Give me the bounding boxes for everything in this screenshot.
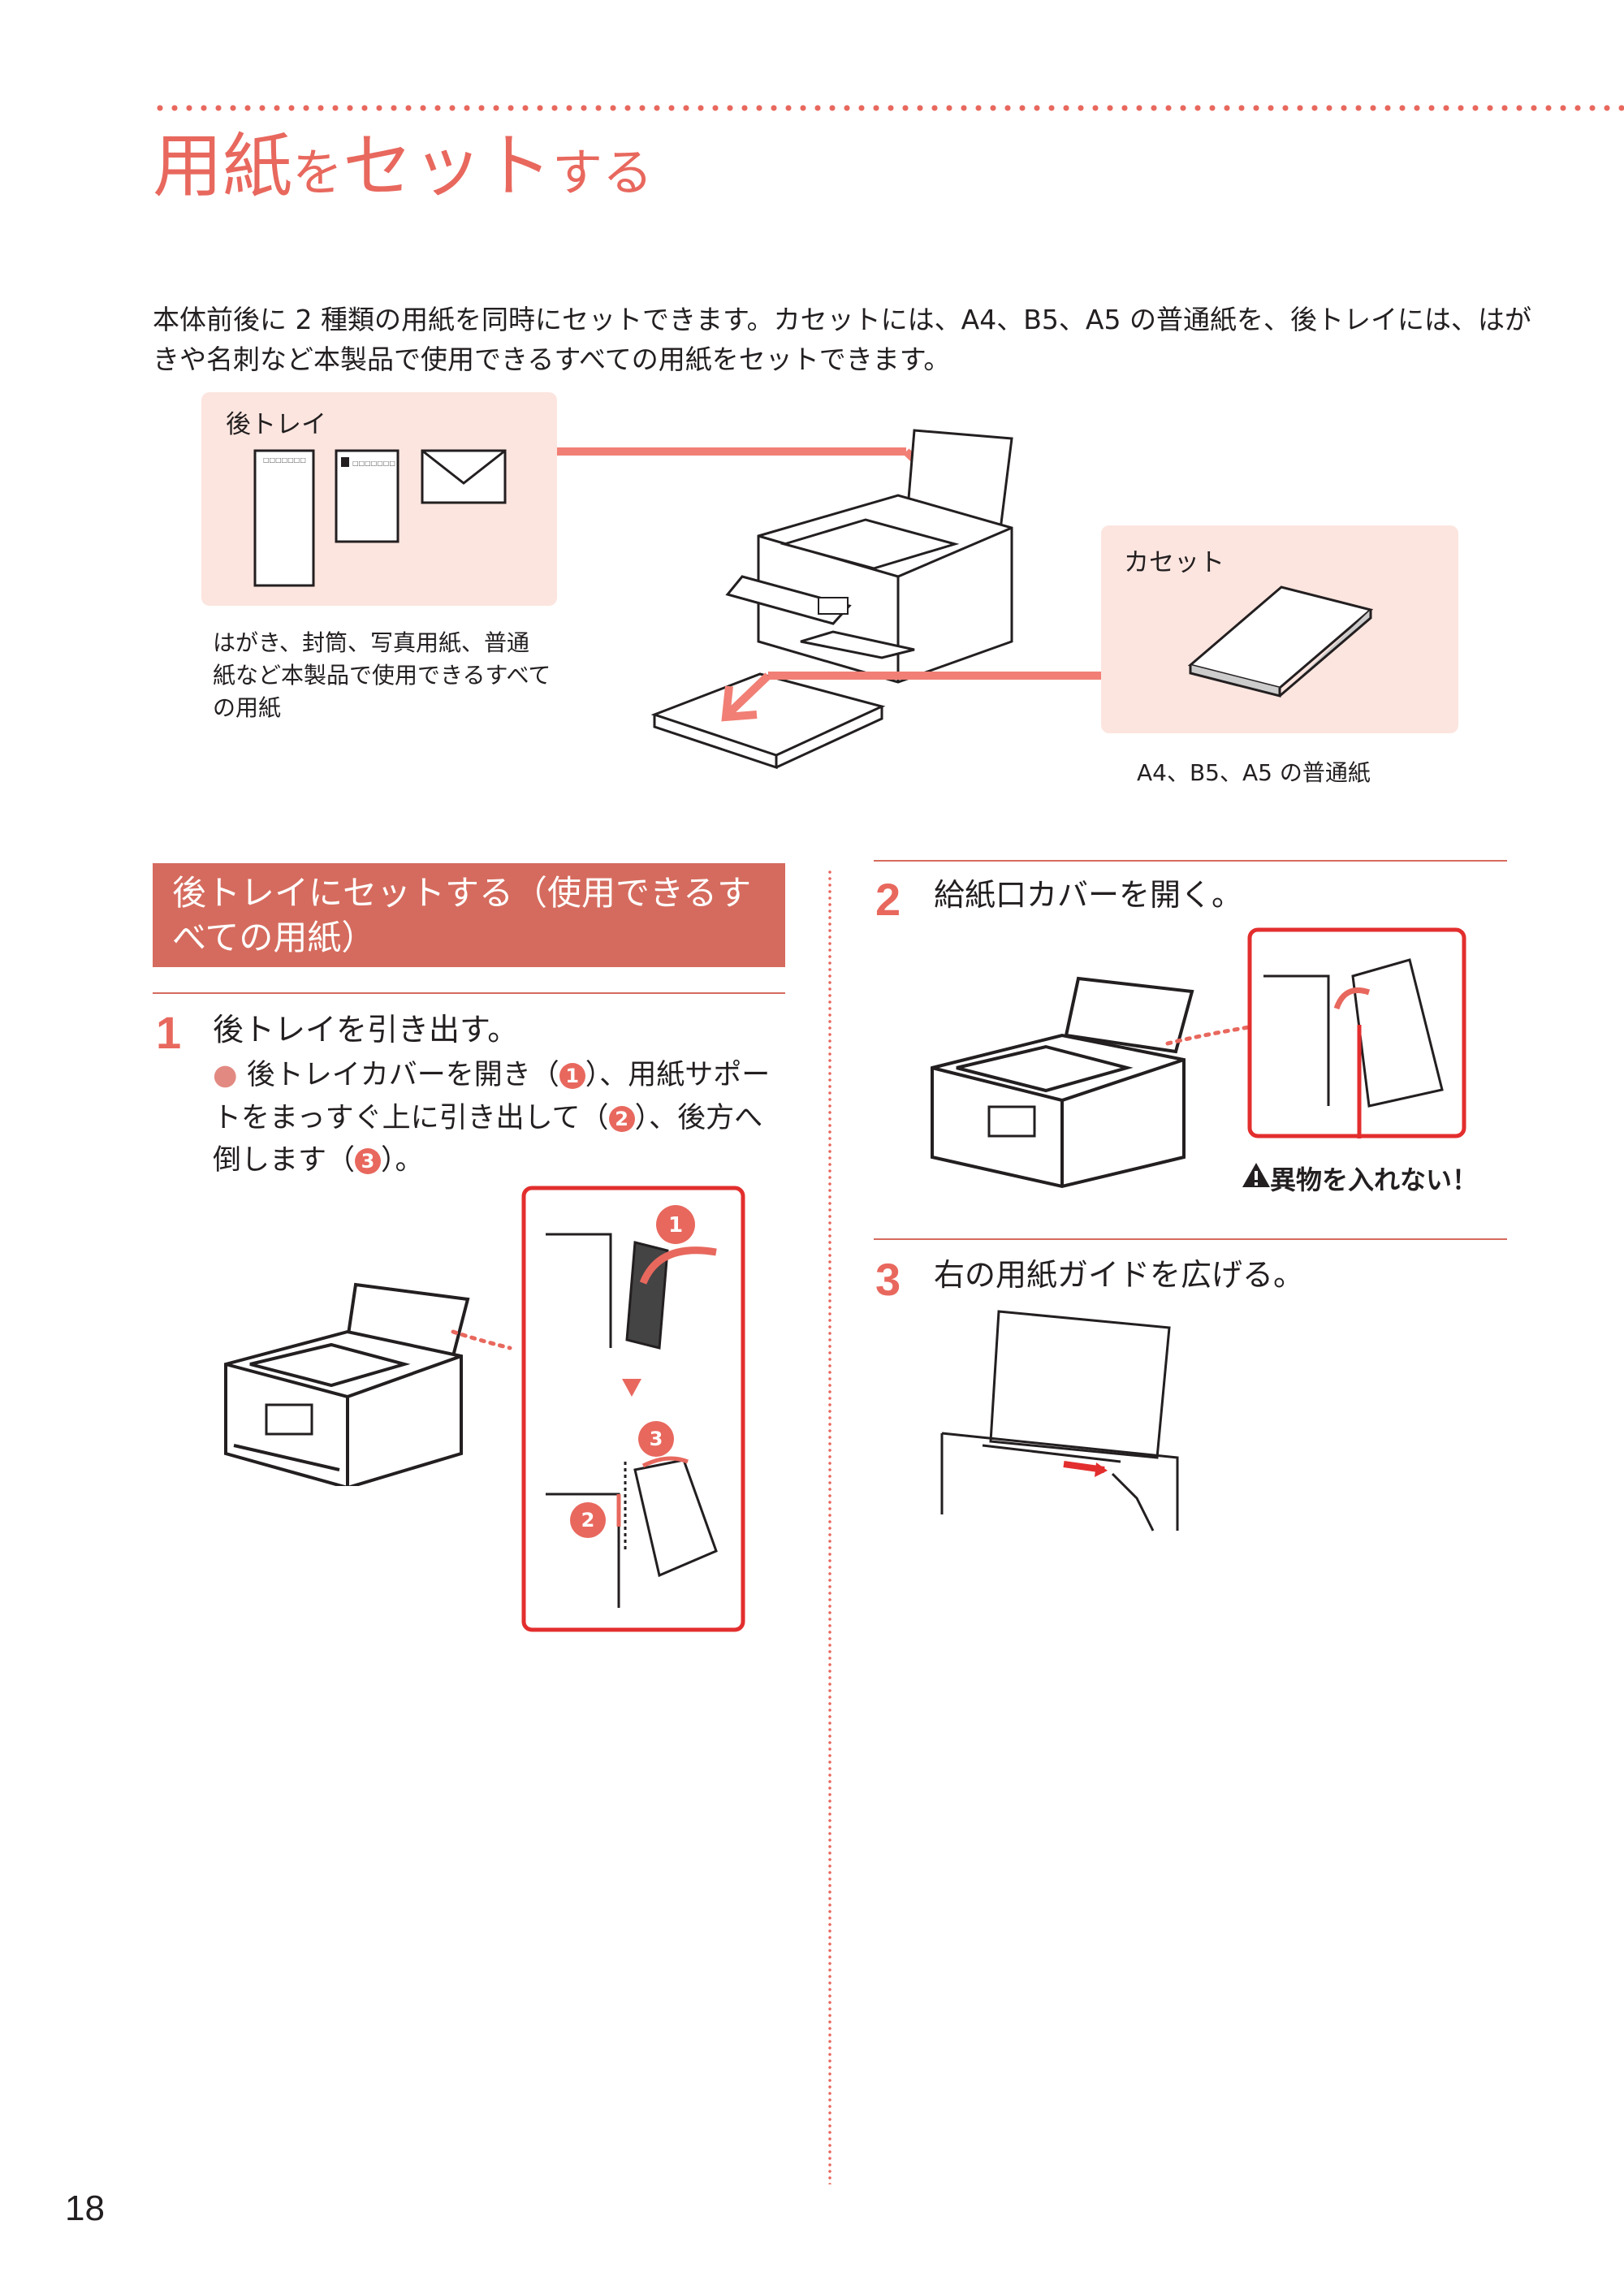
step-2-rule: [874, 860, 1507, 862]
rear-tray-panel: 後トレイ □□□□□□□ □□□□□□□: [201, 392, 557, 606]
step-1-printer-illustration: [224, 1282, 512, 1486]
cassette-label: カセット: [1124, 548, 1224, 577]
step-2-title: 給紙口カバーを開く。: [934, 877, 1243, 913]
step-2-detail-illustration: [1247, 927, 1466, 1138]
bullet-dot: ●: [213, 1059, 238, 1091]
cassette-caption: A4、B5、A5 の普通紙: [1137, 759, 1371, 786]
marker-2: 2: [608, 1105, 635, 1132]
step-2-number: 2: [875, 874, 901, 925]
step-3-number: 3: [875, 1254, 901, 1305]
marker-3-detail-label: 3: [650, 1428, 663, 1450]
paper-types-illustration: □□□□□□□ □□□□□□□: [253, 449, 507, 587]
cassette-panel: カセット: [1101, 525, 1458, 733]
envelope-icon: [421, 449, 507, 504]
postcard-code-b: □□□□□□□: [352, 460, 395, 467]
stamp-mark: [341, 457, 349, 467]
marker-1-detail: [656, 1205, 695, 1244]
postcard-code-a: □□□□□□□: [263, 456, 306, 464]
rear-tray-label: 後トレイ: [226, 410, 326, 439]
column-divider: [828, 869, 831, 2184]
marker-1-detail-label: 1: [668, 1213, 683, 1238]
step-1-title: 後トレイを引き出す。: [213, 1012, 519, 1048]
warning-triangle-icon: [1242, 1163, 1270, 1187]
page-number: 18: [65, 2188, 105, 2228]
intro-paragraph: 本体前後に 2 種類の用紙を同時にセットできます。カセットには、A4、B5、A5…: [153, 304, 1531, 375]
rear-tray-caption: はがき、封筒、写真用紙、普通紙など本製品で使用できるすべての用紙: [213, 629, 551, 721]
section-heading-banner: 後トレイにセットする（使用できるすべての用紙）: [153, 863, 785, 967]
marker-3: 3: [355, 1148, 382, 1174]
page-title: 用紙をセットする: [153, 126, 654, 207]
step-3-rule: [874, 1238, 1507, 1240]
step-2-printer-illustration: [931, 976, 1251, 1189]
cassette-paper-illustration: [1187, 585, 1374, 698]
plain-paper-icon: [253, 449, 315, 587]
marker-3-detail: [638, 1421, 674, 1457]
marker-1: 1: [559, 1063, 585, 1089]
step-3-paper-guide-illustration: [940, 1310, 1179, 1531]
step-1-detail-illustration: 1 2 3: [521, 1186, 745, 1632]
marker-2-detail-label: 2: [581, 1509, 595, 1531]
section-rule-left: [153, 992, 785, 994]
step-2-warning: 異物を入れない！: [1270, 1164, 1479, 1195]
marker-2-detail: [570, 1502, 606, 1538]
step-1-instruction: ● 後トレイカバーを開き（1）、用紙サポートをまっすぐ上に引き出して（2）、後方…: [213, 1059, 771, 1177]
header-dotted-rule: [153, 104, 1624, 112]
step-3-title: 右の用紙ガイドを広げる。: [934, 1257, 1305, 1293]
overview-printer-illustration: [557, 429, 1109, 770]
step-1-number: 1: [156, 1007, 182, 1058]
